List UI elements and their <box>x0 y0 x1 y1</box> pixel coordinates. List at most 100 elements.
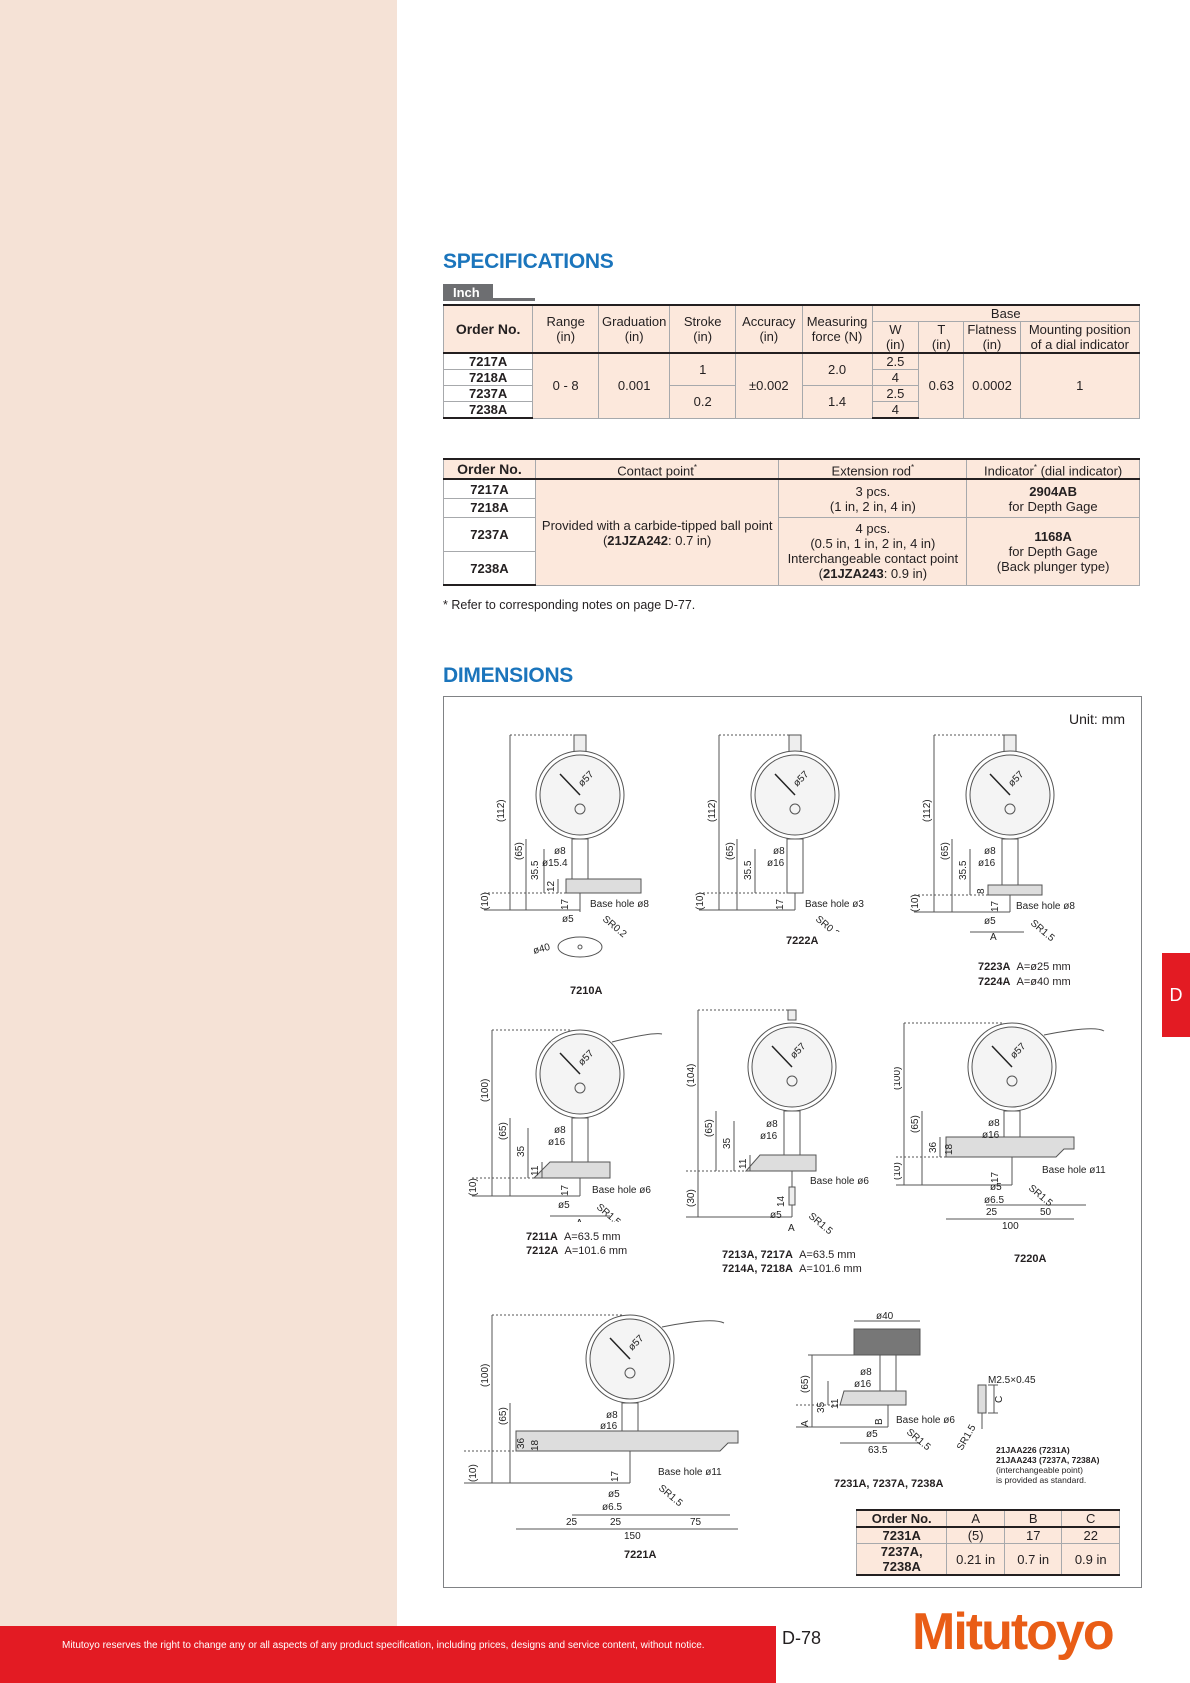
svg-text:12: 12 <box>546 880 557 892</box>
table-row: 7237A 4 pcs.(0.5 in, 1 in, 2 in, 4 in)In… <box>443 516 1140 586</box>
col-stroke: Stroke(in) <box>669 304 737 354</box>
svg-text:B: B <box>874 1418 885 1425</box>
svg-text:ø40: ø40 <box>532 942 552 957</box>
svg-text:ø8: ø8 <box>554 1125 566 1136</box>
svg-text:11: 11 <box>738 1158 749 1169</box>
svg-text:SR1.5: SR1.5 <box>656 1483 685 1510</box>
svg-text:Base hole ø6: Base hole ø6 <box>810 1176 869 1187</box>
col-graduation: Graduation(in) <box>598 304 671 354</box>
svg-text:ø8: ø8 <box>773 846 785 857</box>
drawing-7210a: ø57 (112) (65) 35.5 12 (10) 17 ø8 ø15.4 … <box>480 734 649 958</box>
drawing-7221a: ø57 (100) (65) 36 18 (10) 17 ø8 ø16 Base… <box>464 1314 739 1542</box>
svg-text:17: 17 <box>560 1184 571 1196</box>
table-row: 7237A, 7238A 0.21 in 0.7 in 0.9 in <box>855 1543 1120 1576</box>
svg-text:14: 14 <box>776 1195 787 1207</box>
svg-text:ø15.4: ø15.4 <box>542 858 568 869</box>
svg-text:ø16: ø16 <box>982 1130 1000 1141</box>
dimensions-frame: Unit: mm ø57 (112) (65) 35.5 <box>443 696 1142 1588</box>
svg-text:Base hole ø11: Base hole ø11 <box>658 1467 722 1478</box>
footer-disclaimer: Mitutoyo reserves the right to change an… <box>62 1640 705 1651</box>
svg-text:C: C <box>994 1396 1005 1403</box>
table-row: 7237A 0.2 1.4 2.5 <box>442 385 1140 419</box>
svg-text:50: 50 <box>1040 1207 1052 1218</box>
svg-text:(65): (65) <box>910 1115 921 1133</box>
svg-text:SR1.5: SR1.5 <box>904 1427 933 1454</box>
spec-table-2: Order No. Contact point* Extension rod* … <box>443 457 1140 587</box>
svg-text:18: 18 <box>530 1439 541 1451</box>
svg-text:35.5: 35.5 <box>530 860 541 880</box>
col-extension-rod: Extension rod* <box>778 457 968 480</box>
col-order-no-2: Order No. <box>443 457 536 480</box>
svg-text:(65): (65) <box>704 1119 715 1137</box>
caption-7212a: 7212A A=101.6 mm <box>526 1245 628 1257</box>
svg-text:(65): (65) <box>498 1122 509 1140</box>
svg-text:35: 35 <box>722 1137 733 1149</box>
svg-text:35.5: 35.5 <box>958 860 969 880</box>
svg-text:17: 17 <box>775 898 786 910</box>
svg-text:(10): (10) <box>468 1178 479 1196</box>
svg-text:17: 17 <box>990 900 1001 912</box>
svg-text:(10): (10) <box>894 1162 903 1180</box>
unit-tab: Inch <box>443 284 535 301</box>
caption-7220a: 7220A <box>1014 1253 1047 1265</box>
point-note: 21JAA226 (7231A) 21JAA243 (7237A, 7238A)… <box>996 1445 1100 1485</box>
svg-text:17: 17 <box>990 1171 1001 1183</box>
svg-text:ø5: ø5 <box>562 914 574 925</box>
caption-7224a: 7224A A=ø40 mm <box>978 976 1071 988</box>
caption-7231a: 7231A, 7237A, 7238A <box>834 1478 944 1490</box>
svg-text:(104): (104) <box>686 1064 697 1087</box>
svg-text:(112): (112) <box>922 799 933 822</box>
unit-label: Unit: mm <box>1069 711 1125 727</box>
footer-bar <box>0 1626 776 1683</box>
svg-text:(10): (10) <box>468 1464 479 1482</box>
drawing-7220a: ø57 (100) (65) 36 18 (10) 17 ø8 ø16 Base… <box>894 1022 1106 1230</box>
svg-text:(10): (10) <box>695 892 706 910</box>
specifications-title: SPECIFICATIONS <box>443 250 614 273</box>
unit-tab-label: Inch <box>443 284 493 301</box>
svg-text:35: 35 <box>516 1145 527 1157</box>
svg-text:ø8: ø8 <box>984 846 996 857</box>
svg-text:Base hole ø8: Base hole ø8 <box>590 899 649 910</box>
svg-text:ø5: ø5 <box>608 1489 620 1500</box>
svg-text:ø16: ø16 <box>854 1379 872 1390</box>
svg-text:Base hole ø6: Base hole ø6 <box>592 1185 651 1196</box>
dimension-table: Order No. A B C 7231A (5) 17 22 7237A, 7… <box>855 1509 1120 1576</box>
svg-text:(30): (30) <box>686 1189 697 1207</box>
svg-text:ø5: ø5 <box>558 1200 570 1211</box>
svg-text:35: 35 <box>816 1401 827 1413</box>
spec-table-1: Order No. Range(in) Graduation(in) Strok… <box>442 304 1141 419</box>
col-base: Base <box>871 304 1140 322</box>
contact-point-detail: M2.5×0.45 C SR1.5 <box>955 1375 1036 1453</box>
svg-text:SR1.5: SR1.5 <box>1028 918 1057 945</box>
table-row: 7217A Provided with a carbide-tipped bal… <box>443 478 1140 586</box>
col-w: W(in) <box>871 321 920 354</box>
svg-text:36: 36 <box>516 1437 527 1449</box>
drawing-7223a: ø57 (112) (65) 35.5 8 (10) 17 ø8 ø16 Bas… <box>910 734 1075 945</box>
svg-text:36: 36 <box>928 1141 939 1153</box>
svg-text:17: 17 <box>610 1470 621 1482</box>
svg-text:ø6.5: ø6.5 <box>984 1195 1004 1206</box>
svg-text:ø16: ø16 <box>548 1137 566 1148</box>
dimensions-title: DIMENSIONS <box>443 664 574 687</box>
caption-7210a: 7210A <box>570 985 603 997</box>
svg-text:63.5: 63.5 <box>868 1445 888 1456</box>
svg-text:(112): (112) <box>707 799 718 822</box>
svg-text:(65): (65) <box>514 842 525 860</box>
col-flatness: Flatness(in) <box>963 321 1021 354</box>
svg-text:ø8: ø8 <box>554 846 566 857</box>
svg-text:(10): (10) <box>910 894 921 912</box>
caption-7223a: 7223A A=ø25 mm <box>978 961 1071 973</box>
caption-7221a: 7221A <box>624 1549 657 1561</box>
svg-text:SR1.5: SR1.5 <box>594 1202 623 1222</box>
col-accuracy: Accuracy(in) <box>735 304 803 354</box>
caption-7214a: 7214A, 7218A A=101.6 mm <box>722 1263 862 1275</box>
mitutoyo-logo: Mitutoyo <box>912 1603 1115 1661</box>
svg-text:25: 25 <box>566 1517 578 1528</box>
caption-7222a: 7222A <box>786 935 819 947</box>
drawing-7222a: ø57 (112) (65) 35.5 (10) 17 ø8 ø16 Base … <box>695 734 864 932</box>
table-row: 7231A (5) 17 22 <box>855 1526 1120 1544</box>
svg-text:ø40: ø40 <box>876 1311 894 1322</box>
svg-text:25: 25 <box>610 1517 622 1528</box>
